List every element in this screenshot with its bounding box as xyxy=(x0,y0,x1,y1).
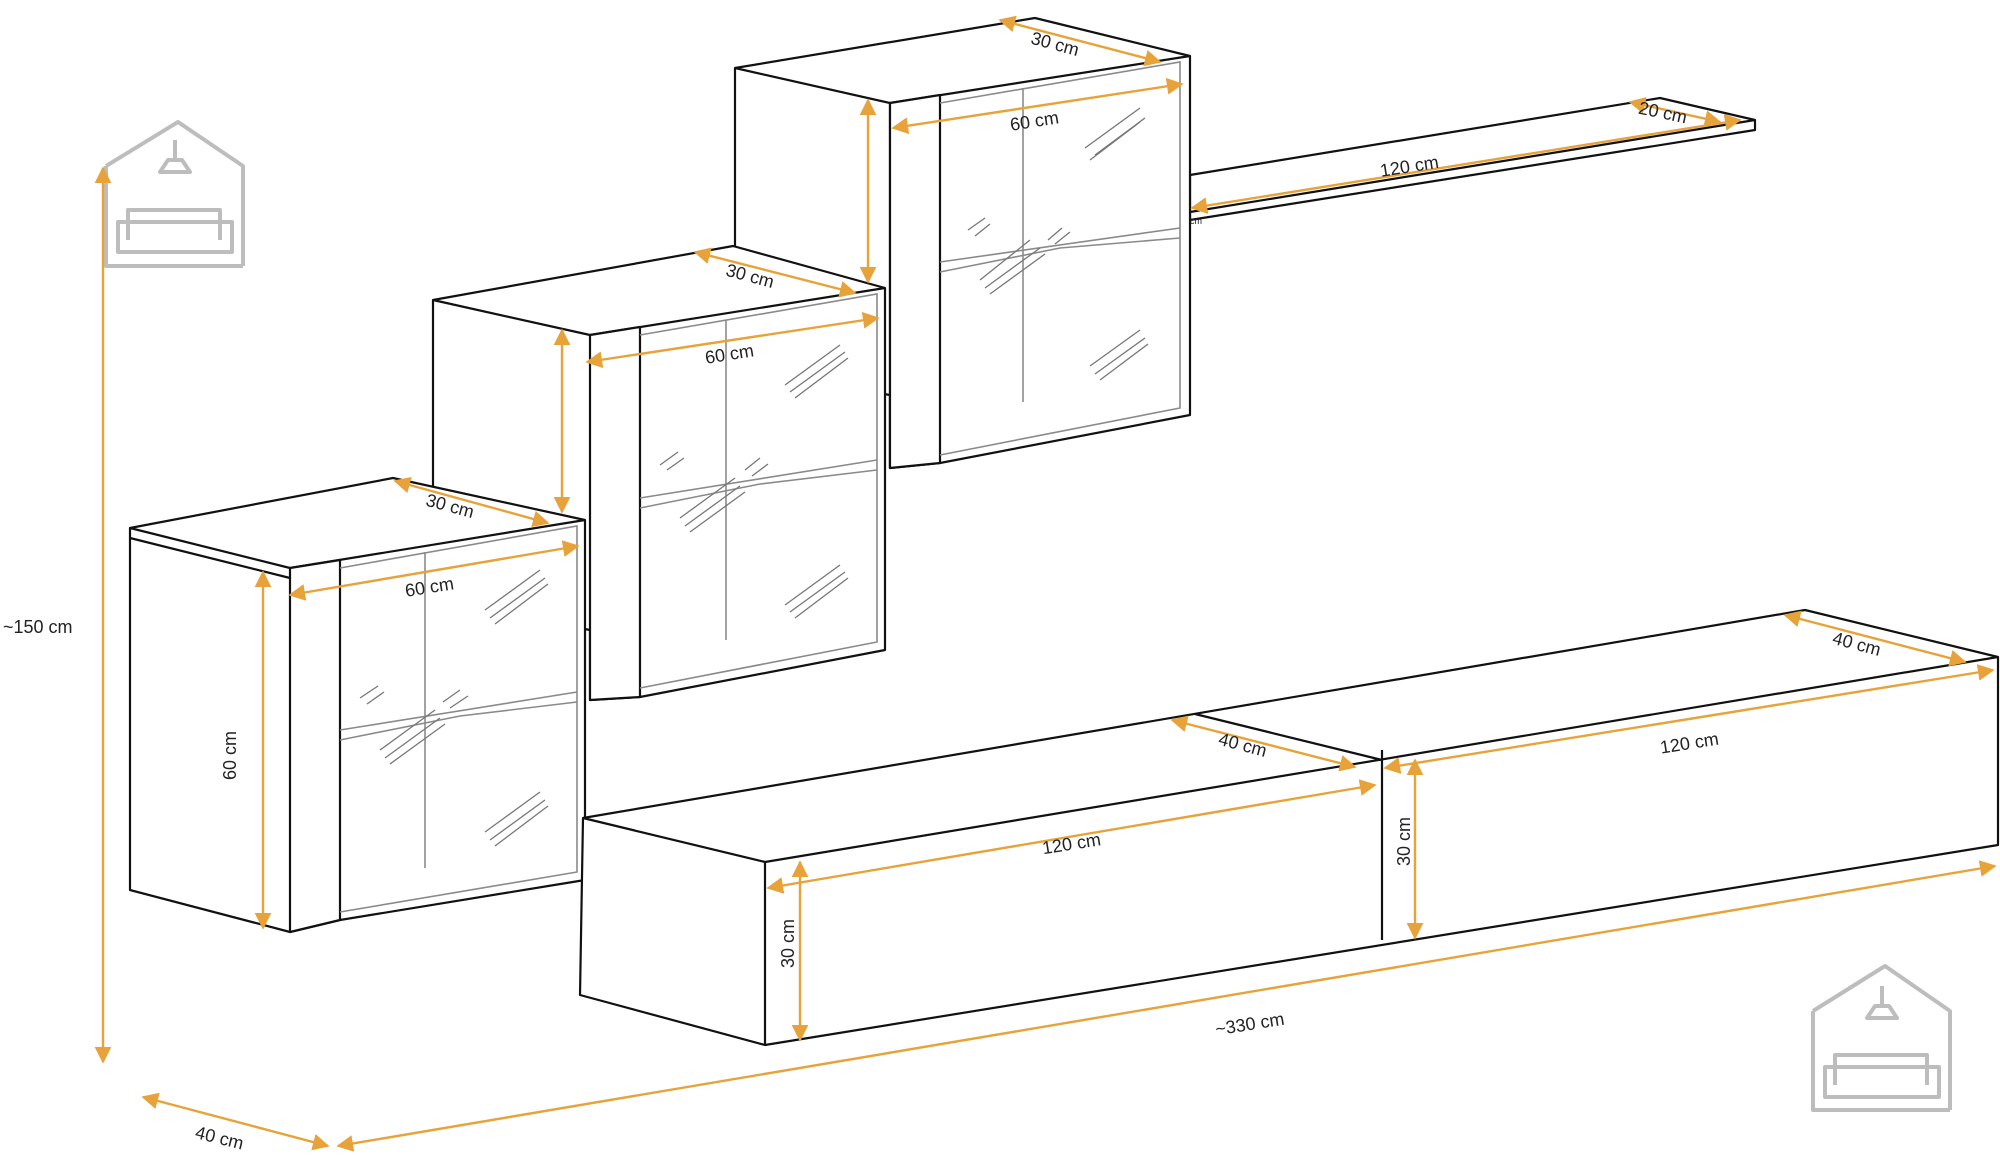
cabinet-left xyxy=(128,476,587,934)
label-tv-right-height: 30 cm xyxy=(1394,817,1414,866)
tv-unit xyxy=(578,608,2000,1047)
dimension-lines xyxy=(94,15,1997,1152)
label-shelf-small: cm xyxy=(1190,216,1202,226)
label-total-height: ~150 cm xyxy=(3,617,73,637)
house-sofa-logo-top-left xyxy=(104,120,245,268)
house-sofa-logo-bottom-right xyxy=(1811,964,1952,1112)
label-total-width: ~330 cm xyxy=(1214,1009,1286,1040)
label-tv-left-height: 30 cm xyxy=(778,919,798,968)
label-cab-left-height: 60 cm xyxy=(220,731,240,780)
label-total-depth: 40 cm xyxy=(193,1122,245,1153)
